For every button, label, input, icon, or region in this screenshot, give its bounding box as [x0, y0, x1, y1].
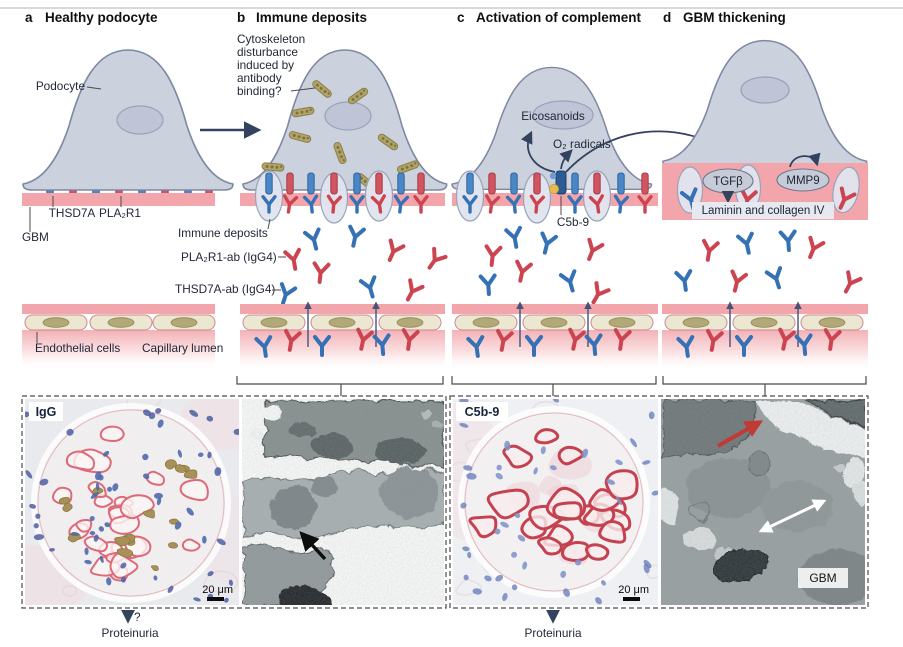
immune-deposit-blobs-c [455, 170, 612, 224]
red-deposit-arrow-icon [717, 420, 764, 448]
c5b9-label: C5b-9 [557, 215, 589, 229]
svg-text:binding?: binding? [237, 84, 282, 98]
nucleus-d [740, 76, 790, 104]
c5b9-micrograph [453, 399, 658, 605]
bracket-d [662, 376, 867, 396]
free-antibodies-c [478, 225, 611, 308]
immune-deposits-label: Immune deposits [178, 226, 268, 240]
panel-b-immune-deposits: Cytoskeleton disturbance induced by anti… [175, 32, 448, 308]
panel-a-letter: a [25, 10, 33, 25]
c5b9-scale-bar [623, 597, 640, 601]
deposit-arrow-icon [299, 531, 327, 561]
gbm-thickness-arrow-icon [758, 499, 827, 533]
panel-titles: a Healthy podocyte b Immune deposits c A… [25, 10, 786, 25]
endothelium-b [240, 301, 445, 372]
eicosanoids-arrow [520, 130, 556, 173]
nucleus-b [324, 101, 372, 131]
thsd7a-antibody-glyph [274, 282, 298, 308]
proteinuria-label-left: Proteinuria [101, 626, 158, 640]
immune-deposits-pointer [267, 218, 271, 230]
c5b9-complex [549, 170, 567, 195]
gbm-em-label: GBM [809, 571, 836, 585]
panel-c-complement: Eicosanoids O₂ radicals C5b-9 [451, 66, 736, 308]
gbm-em-label-box [798, 568, 848, 588]
eicosanoids-label: Eicosanoids [521, 109, 585, 123]
free-antibodies-d [674, 229, 860, 295]
mmp9-oval [776, 168, 830, 192]
gbm-band-a [22, 193, 215, 206]
panel-b-title: Immune deposits [256, 10, 367, 25]
svg-text:antibody: antibody [237, 71, 282, 85]
outcome-right: Proteinuria [524, 609, 582, 640]
panel-d-title: GBM thickening [683, 10, 786, 25]
igg-scale-bar [207, 597, 224, 601]
igg-scale-text: 20 μm [202, 584, 233, 596]
podocyte-cell-d [662, 39, 868, 168]
panel-d-gbm-thickening: TGFβ MMP9 Laminin and collagen IV [662, 39, 868, 295]
panel-c-letter: c [457, 10, 465, 25]
svg-text:disturbance: disturbance [237, 45, 298, 59]
c5b9-label-box [456, 402, 508, 421]
pla2r1-antibody-glyph [283, 247, 305, 273]
panel-a-healthy-podocyte: Podocyte THSD7A PLA₂R1 GBM [22, 49, 234, 244]
top-rule [0, 7, 903, 9]
free-antibodies-b [302, 224, 448, 303]
svg-text:Cytoskeleton: Cytoskeleton [237, 32, 305, 46]
cytoskeleton-note: Cytoskeleton disturbance induced by anti… [237, 32, 316, 98]
panel-b-letter: b [237, 10, 245, 25]
igg-label: IgG [36, 405, 57, 419]
mmp9-cycle-arrow [789, 152, 821, 168]
c5b9-scale-text: 20 μm [618, 584, 649, 596]
endothelial-cells-label: Endothelial cells [35, 341, 120, 355]
endothelium-a: Endothelial cells Capillary lumen [22, 304, 223, 370]
svg-text:induced by: induced by [237, 58, 294, 72]
proteinuria-label-right: Proteinuria [524, 626, 581, 640]
gbm-em-micrograph: GBM [661, 399, 865, 605]
gbm-label: GBM [22, 230, 49, 244]
pla2r1-label: PLA₂R1 [99, 206, 141, 220]
immune-deposit-blobs-b [254, 170, 394, 224]
mmp9-label: MMP9 [786, 175, 819, 187]
igg-label-box [29, 402, 63, 421]
thsd7a-ab-label: THSD7A-ab (IgG4) [175, 282, 275, 296]
outcome-left: ? Proteinuria [101, 609, 159, 640]
micrograph-box-right: GBM C5b-9 20 μm [449, 395, 869, 609]
nucleus-a [116, 105, 164, 135]
c5b9-micrograph-label: C5b-9 [465, 405, 500, 419]
query-mark: ? [134, 610, 141, 624]
panel-a-title: Healthy podocyte [45, 10, 158, 25]
pla2r1-ab-label: PLA₂R1-ab (IgG4) [181, 250, 277, 264]
panel-d-letter: d [663, 10, 671, 25]
laminin-box [692, 202, 834, 219]
dashed-box-right [449, 395, 869, 609]
em-deposit-micrograph [242, 399, 444, 605]
tgfb-label: TGFβ [713, 176, 743, 188]
endothelium-d [662, 301, 868, 372]
dashed-box-left [21, 395, 447, 609]
bracket-c [451, 376, 657, 396]
laminin-label: Laminin and collagen IV [702, 205, 825, 217]
bracket-b [236, 376, 444, 396]
igg-micrograph [25, 399, 239, 605]
panel-c-title: Activation of complement [476, 10, 642, 25]
endothelium-c [452, 301, 658, 372]
thsd7a-label: THSD7A [49, 206, 96, 220]
micrograph-box-left: IgG 20 μm [21, 395, 447, 609]
nucleus-c [532, 100, 594, 130]
podocyte-label: Podocyte [36, 79, 86, 93]
o2-radicals-arrow [559, 149, 573, 170]
capillary-lumen-label: Capillary lumen [142, 341, 223, 355]
podocyte-pointer [86, 86, 102, 90]
